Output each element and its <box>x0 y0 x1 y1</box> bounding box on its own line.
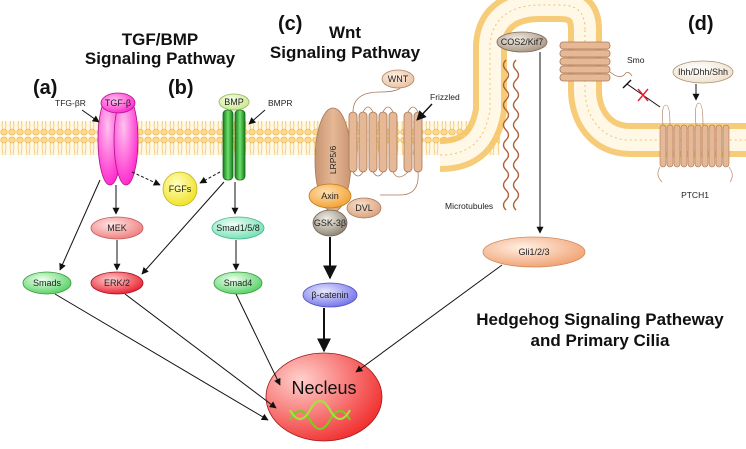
panel-label-d: (d) <box>688 13 714 35</box>
hedgehog-title-line2: and Primary Cilia <box>531 331 670 350</box>
panel-label-a: (a) <box>33 77 57 99</box>
cos2-kif7-label: COS2/Kif7 <box>501 37 544 47</box>
bcatenin-label: β-catenin <box>311 290 348 300</box>
erk-node <box>90 271 144 295</box>
bmp-to-erk-arrow <box>141 181 225 275</box>
tgfbr-pointer <box>81 109 100 123</box>
ihh-dhh-shh-label: Ihh/Dhh/Shh <box>678 67 728 77</box>
smad158-node <box>211 216 265 240</box>
smo-label: Smo <box>627 55 645 65</box>
bmp-to-fgfs-arrow <box>199 171 221 184</box>
bmp-receptor <box>222 109 246 181</box>
tgf-beta-label: TGF-β <box>105 98 131 108</box>
dvl-node <box>346 197 382 219</box>
blocked-x-icon <box>637 88 649 102</box>
mek-label: MEK <box>107 223 127 233</box>
wnt-label: WNT <box>388 74 409 84</box>
microtubules-label: Microtubules <box>445 201 493 211</box>
axin-node <box>308 183 352 209</box>
frizzled-label: Frizzled <box>430 92 460 102</box>
ptch1-label: PTCH1 <box>681 190 709 200</box>
bmpr-pointer <box>248 109 266 125</box>
dna-icon <box>289 399 351 431</box>
smad4-to-nucleus-arrow <box>235 293 281 386</box>
cos2-kif7-node <box>496 31 548 53</box>
panel-label-c: (c) <box>278 13 302 35</box>
ptch1-receptor <box>657 102 733 183</box>
nucleus <box>265 352 383 442</box>
gsk3b-node <box>312 209 348 237</box>
erk-to-nucleus-arrow <box>124 293 277 409</box>
smad4-label: Smad4 <box>224 278 253 288</box>
smads-label: Smads <box>33 278 62 288</box>
frizzled-pointer <box>416 103 433 121</box>
dvl-label: DVL <box>355 203 373 213</box>
tgf-to-fgfs-arrow <box>131 171 161 186</box>
nucleus-label: Necleus <box>291 378 356 398</box>
fgfs-label: FGFs <box>169 184 192 194</box>
lrp56-label: LRP5/6 <box>328 146 338 175</box>
gsk3b-label: GSK-3β <box>314 218 346 228</box>
wnt-title-line2: Signaling Pathway <box>270 43 421 62</box>
frizzled-receptor <box>348 81 423 196</box>
ihh-dhh-shh-node <box>672 60 734 84</box>
mek-node <box>90 216 144 240</box>
tgf-beta-ligand <box>100 92 136 114</box>
tgf-bmp-title-line2: Signaling Pathway <box>85 49 236 68</box>
smad4-node <box>213 271 263 295</box>
gli123-label: Gli1/2/3 <box>518 247 549 257</box>
axin-label: Axin <box>321 191 339 201</box>
wnt-ligand <box>381 69 415 89</box>
bmp-label: BMP <box>224 97 244 107</box>
smo-receptor <box>559 41 633 82</box>
hedgehog-title-line1: Hedgehog Signaling Patheway <box>476 310 724 329</box>
bmp-ligand <box>218 93 250 111</box>
wnt-title-line1: Wnt <box>329 23 361 42</box>
inhibition-bar <box>622 79 632 89</box>
smads-node <box>22 271 72 295</box>
tgf-to-smads-arrow <box>59 179 101 271</box>
bcatenin-node <box>302 282 358 308</box>
erk-label: ERK/2 <box>104 278 130 288</box>
gli-to-nucleus-arrow <box>355 264 503 373</box>
panel-label-b: (b) <box>168 77 194 99</box>
tgfbr-label: TFG-βR <box>55 98 86 108</box>
tgf-beta-receptor <box>97 94 139 186</box>
tgf-bmp-title-line1: TGF/BMP <box>122 30 199 49</box>
microtubules <box>502 59 520 211</box>
gli123-node <box>482 236 586 268</box>
fgfs-node <box>162 171 198 207</box>
smads-to-nucleus-arrow <box>54 293 269 421</box>
smad158-label: Smad1/5/8 <box>216 223 260 233</box>
bmpr-label: BMPR <box>268 98 293 108</box>
